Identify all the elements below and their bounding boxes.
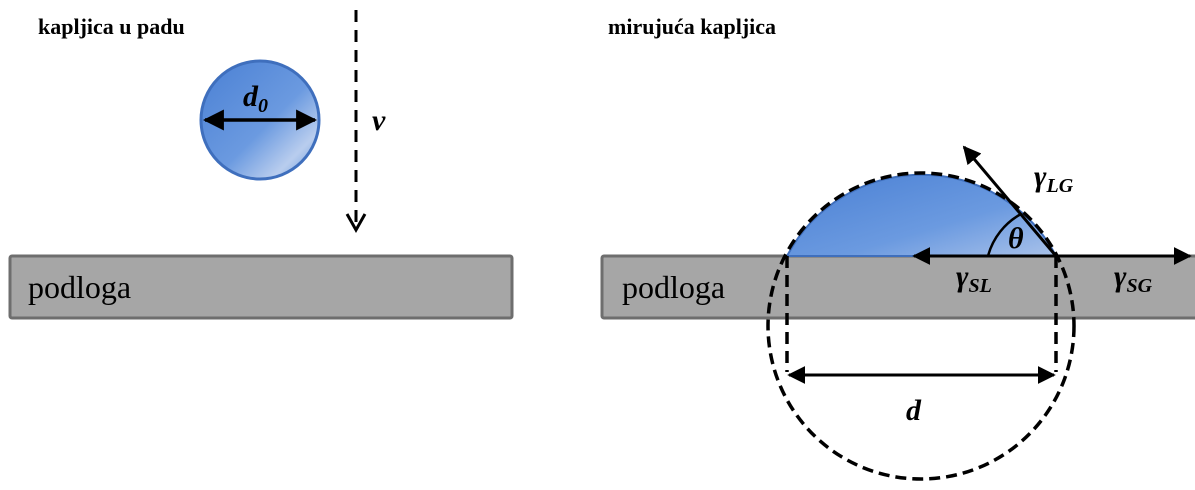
left-substrate-label: podloga — [28, 269, 131, 305]
gamma-lg-label: γLG — [1034, 160, 1074, 197]
gamma-lg-arrow — [962, 145, 1058, 257]
right-panel-title: mirujuća kapljica — [608, 14, 776, 39]
contact-diameter-label: d — [906, 394, 922, 427]
contact-angle-label: θ — [1008, 222, 1024, 255]
left-substrate — [8, 254, 514, 320]
velocity-label: v — [372, 104, 386, 137]
sessile-droplet — [785, 173, 1058, 257]
velocity-arrow-head — [345, 213, 367, 234]
gamma-sg-label: γSG — [1114, 260, 1153, 297]
initial-diameter-label: d0 — [243, 80, 268, 117]
gamma-sl-label: γSL — [956, 260, 992, 297]
sphere-outline — [766, 171, 1076, 481]
contact-angle-arc — [986, 212, 1022, 257]
right-substrate-label: podloga — [622, 269, 725, 305]
left-panel-title: kapljica u padu — [38, 14, 185, 39]
